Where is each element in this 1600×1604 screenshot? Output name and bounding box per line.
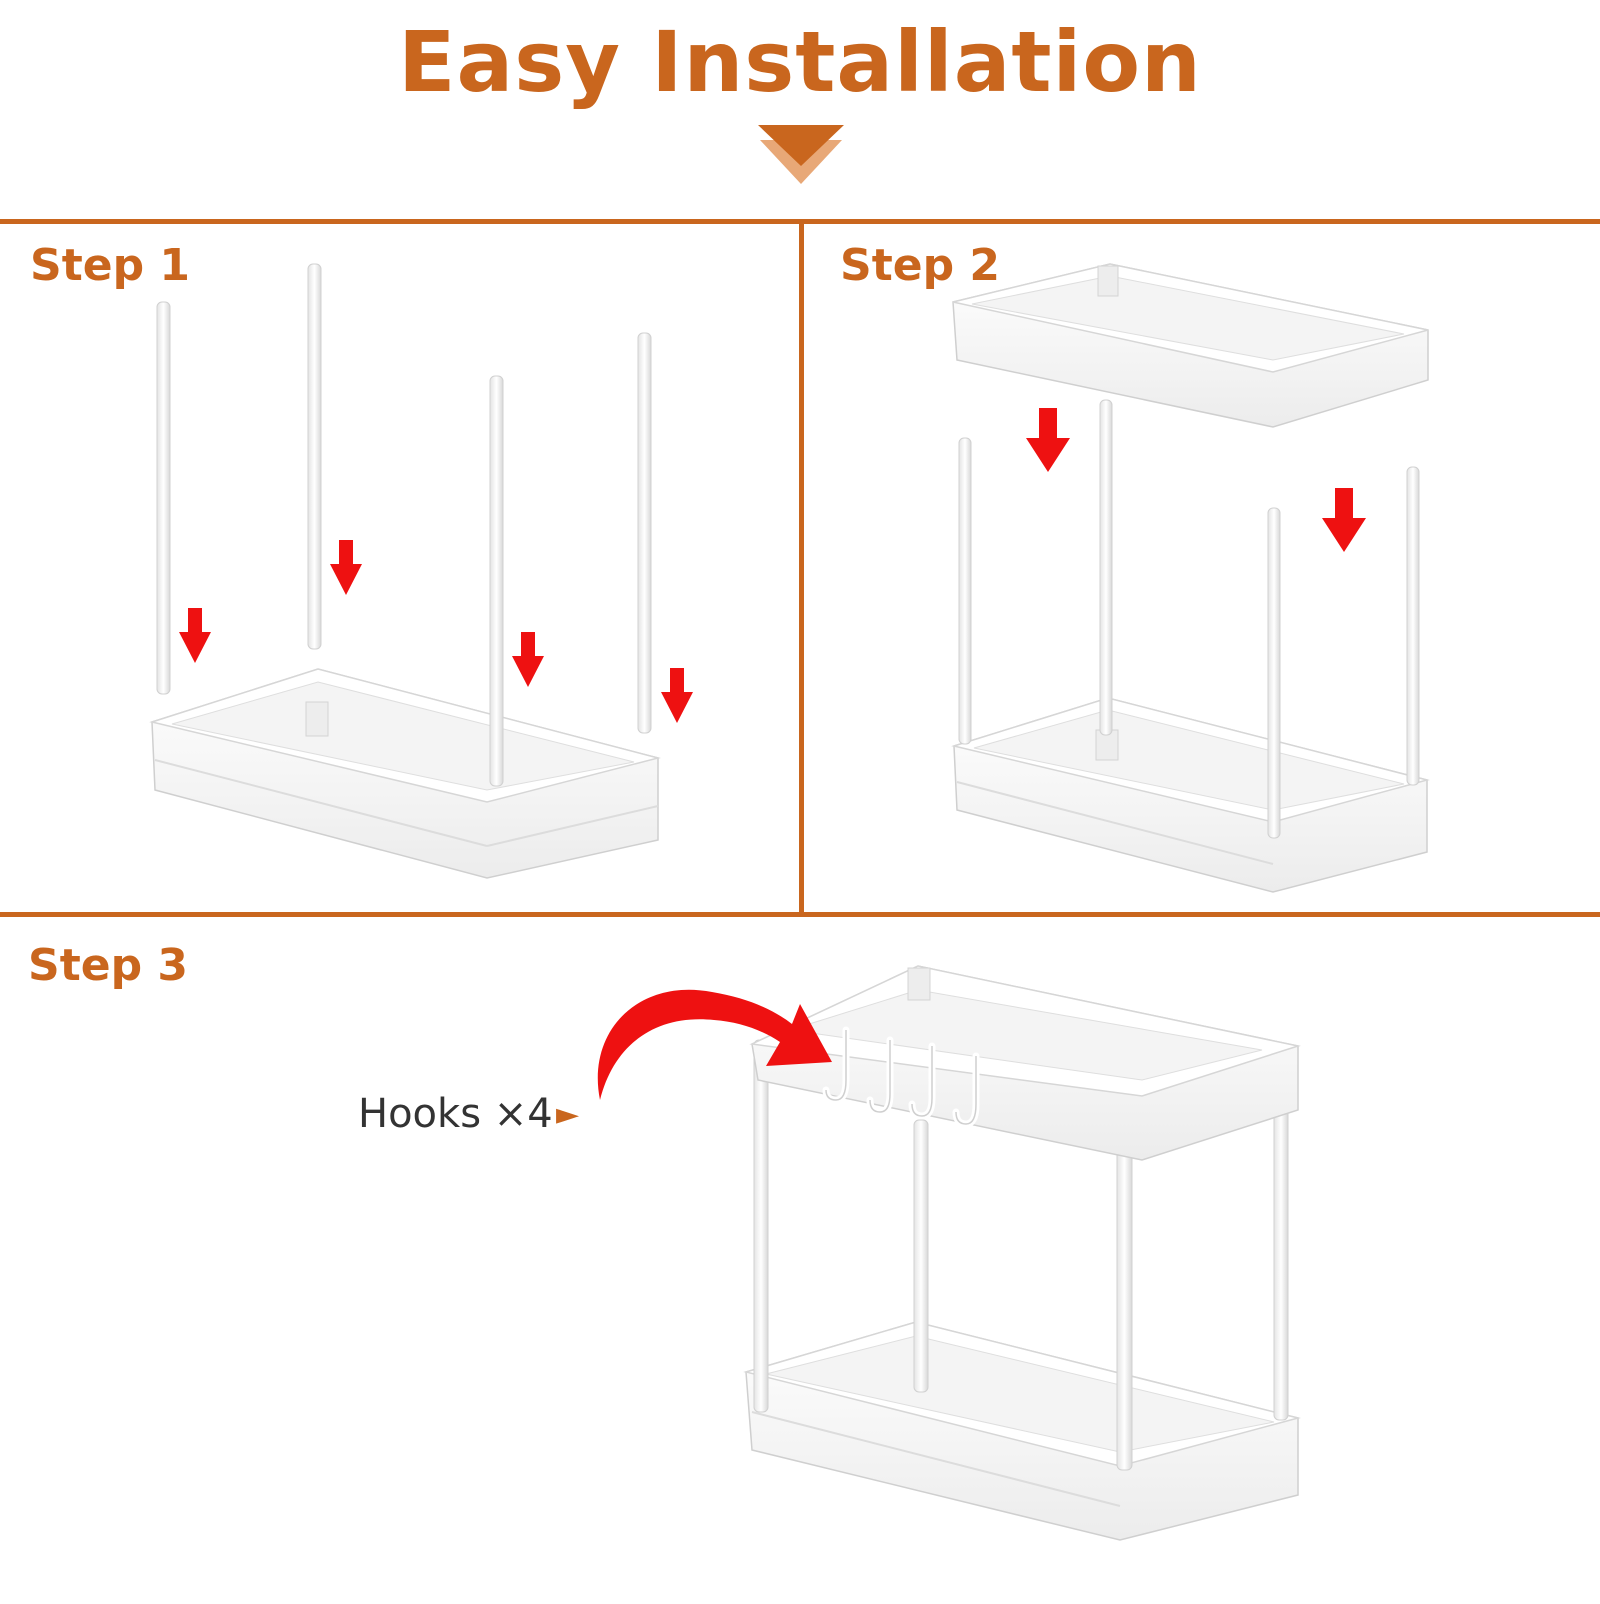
pole bbox=[958, 437, 972, 745]
bottom-tray bbox=[149, 668, 661, 879]
step-2-label: Step 2 bbox=[840, 240, 1000, 291]
arrow-down-icon bbox=[512, 632, 544, 687]
panel-dividers bbox=[0, 219, 1600, 917]
pole bbox=[1406, 466, 1420, 786]
step2-illustration bbox=[951, 263, 1430, 893]
arrow-down-icon bbox=[1026, 408, 1070, 472]
arrow-down-icon bbox=[179, 608, 211, 663]
arrow-down-icon bbox=[661, 668, 693, 723]
bottom-tray bbox=[951, 697, 1430, 893]
top-tray bbox=[952, 263, 1429, 428]
chevron-down-icon bbox=[758, 125, 844, 184]
step-1-label: Step 1 bbox=[30, 240, 190, 291]
hook-icon bbox=[822, 1026, 850, 1104]
step1-illustration bbox=[149, 263, 693, 879]
triangle-right-icon: ► bbox=[556, 1097, 580, 1132]
pole bbox=[489, 375, 504, 787]
pole bbox=[1267, 507, 1281, 839]
pole bbox=[913, 1119, 929, 1393]
bottom-shelf bbox=[743, 1321, 1301, 1541]
hook-icon bbox=[866, 1036, 894, 1116]
page-title: Easy Installation bbox=[398, 13, 1202, 111]
arrow-down-icon bbox=[1322, 488, 1366, 552]
pole bbox=[1099, 399, 1113, 736]
arrow-down-icon bbox=[330, 540, 362, 595]
pole bbox=[1116, 1119, 1133, 1471]
hook-icon bbox=[952, 1052, 980, 1128]
curved-arrow-icon bbox=[597, 989, 832, 1100]
step-3-label: Step 3 bbox=[28, 940, 188, 991]
top-shelf bbox=[749, 965, 1301, 1161]
pole bbox=[753, 1039, 769, 1413]
pole bbox=[1273, 1079, 1289, 1421]
hooks-callout-label: Hooks ×4 bbox=[358, 1091, 553, 1137]
hook-icon bbox=[908, 1042, 936, 1120]
step3-illustration bbox=[597, 965, 1301, 1541]
pole bbox=[307, 263, 322, 650]
pole bbox=[156, 301, 171, 695]
pole bbox=[637, 332, 652, 734]
